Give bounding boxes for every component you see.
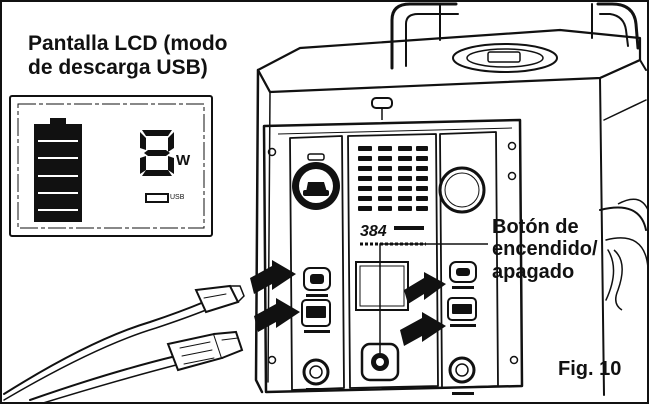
arrow-right-usba [400, 312, 446, 346]
arrow-left-usbc [250, 260, 296, 294]
device-display [355, 261, 409, 311]
power-caption-line2: encendido/ [492, 238, 598, 261]
battery-icon [34, 118, 82, 222]
arrow-right-usbc [404, 272, 446, 304]
power-button-leader [379, 243, 488, 356]
model-badge: 384 [360, 223, 426, 246]
wireless-charging-pad [452, 43, 558, 73]
lcd-caption-line1: Pantalla LCD (modo [28, 32, 228, 55]
arrow-left-usba [254, 298, 300, 332]
indicator-arrows [250, 260, 446, 346]
left-column-ports [301, 267, 331, 386]
lcd-power-unit: W [176, 152, 191, 169]
seven-segment-digit [140, 130, 174, 176]
figure-label: Fig. 10 [558, 358, 622, 380]
right-column-controls [438, 166, 486, 384]
usb-indicator-box [145, 193, 169, 203]
port-label-marks [304, 286, 476, 395]
lcd-caption: Pantalla LCD (modo de descarga USB) [28, 32, 278, 79]
front-panel [262, 118, 524, 394]
decorative-curve [613, 198, 649, 311]
lcd-output-indicator: USB [170, 194, 184, 201]
ventilation-grid [358, 146, 428, 211]
usb-indicator-label: USB [170, 194, 185, 201]
device-display-inner [359, 265, 405, 307]
car-port [292, 153, 340, 210]
lcd-caption-line2: de descarga USB) [28, 55, 208, 79]
model-number: 384 [360, 223, 387, 240]
power-station-body [254, 28, 649, 396]
lcd-inner-frame [17, 103, 205, 229]
power-caption-line3: apagado [492, 260, 575, 283]
lcd-inset [9, 95, 213, 237]
top-latch [371, 97, 393, 120]
usb-cables [3, 284, 245, 404]
carry-handle [390, 2, 640, 70]
lcd-power-readout: W [176, 152, 190, 169]
power-caption-line1: Botón de [492, 216, 579, 238]
power-button-caption: Botón de encendido/ apagado [492, 216, 642, 283]
